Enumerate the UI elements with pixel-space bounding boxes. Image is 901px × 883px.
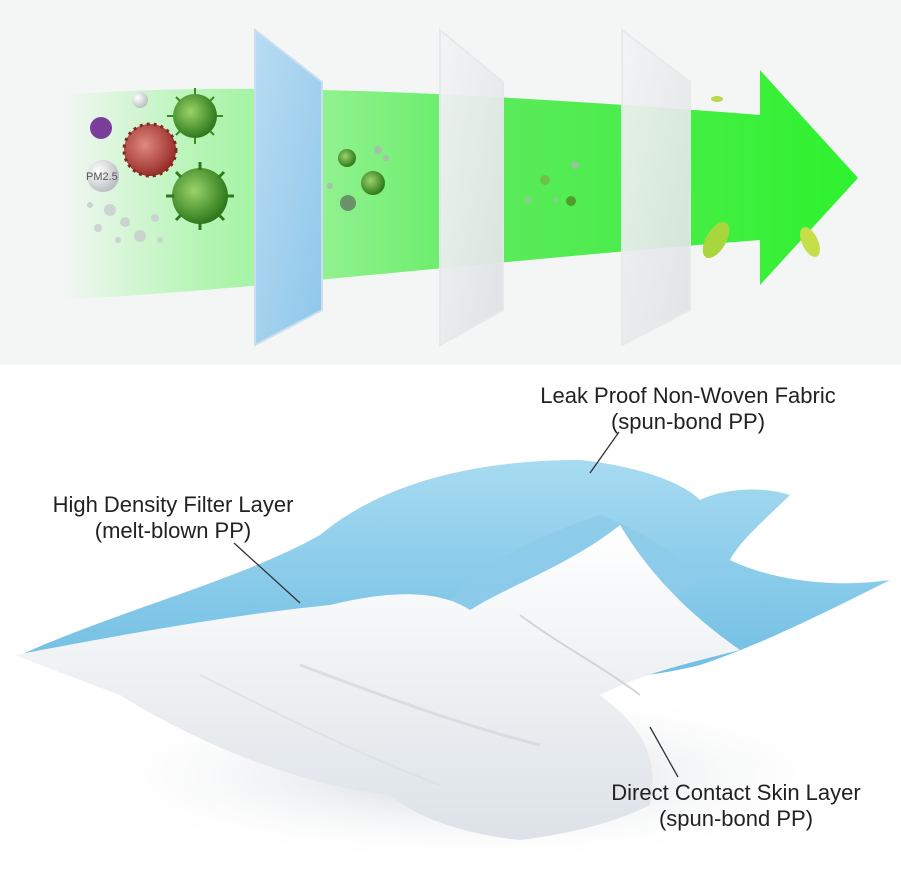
middle-layer-material: (melt-blown PP) — [94, 518, 252, 543]
mask-illustration — [0, 365, 901, 883]
outer-layer-sheet — [254, 27, 323, 347]
inner-layer-label: Direct Contact Skin Layer (spun-bond PP) — [576, 780, 896, 832]
inner-layer-sheet — [621, 27, 691, 347]
mask-inner-layer — [15, 525, 740, 840]
leader-outer — [589, 431, 620, 474]
leader-inner — [649, 726, 679, 778]
leaf-icon — [702, 96, 820, 259]
filtration-diagram: PM2.5 — [60, 27, 858, 347]
inner-layer-material: (spun-bond PP) — [658, 806, 814, 831]
middle-layer-sheet — [439, 27, 504, 347]
outer-layer-material: (spun-bond PP) — [610, 409, 766, 434]
virus-particles-icon — [87, 88, 234, 243]
inner-layer-title: Direct Contact Skin Layer — [611, 780, 861, 805]
pm25-label: PM2.5 — [86, 171, 118, 183]
outer-layer-title: Leak Proof Non-Woven Fabric — [540, 383, 836, 408]
filtered-particles-icon — [327, 146, 579, 211]
leader-middle — [233, 542, 301, 604]
middle-layer-label: High Density Filter Layer (melt-blown PP… — [18, 492, 328, 544]
middle-layer-title: High Density Filter Layer — [52, 492, 294, 517]
filtration-illustration: PM2.5 — [0, 0, 901, 365]
mask-diagram — [15, 431, 890, 865]
outer-layer-label: Leak Proof Non-Woven Fabric (spun-bond P… — [498, 383, 878, 435]
